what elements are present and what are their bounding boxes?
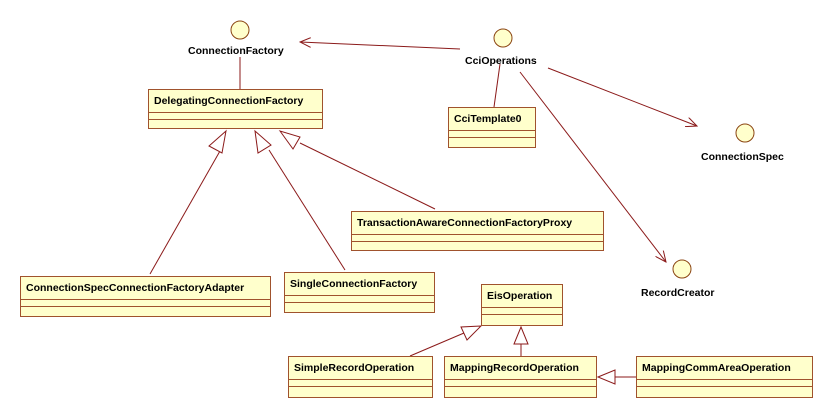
operations-compartment — [285, 303, 434, 309]
dependency-to-connection-factory — [300, 42, 461, 50]
interface-circle-record-creator — [672, 259, 692, 279]
class-name: EisOperation — [482, 285, 562, 308]
generalization-comm-area-triangle — [596, 369, 616, 385]
attributes-compartment — [285, 296, 434, 303]
interface-circle-connection-factory — [230, 20, 250, 40]
attributes-compartment — [289, 380, 432, 387]
interface-label-cci-operations: CciOperations — [465, 55, 537, 67]
attributes-compartment — [352, 235, 603, 242]
operations-compartment — [149, 120, 322, 126]
realization-stem-cci-operations — [493, 63, 501, 108]
class-transaction-aware-connection-factory-proxy[interactable]: TransactionAwareConnectionFactoryProxy — [351, 211, 604, 251]
dependency-to-record-creator — [519, 71, 666, 262]
generalization-proxy-line — [299, 142, 436, 210]
interface-circle-connection-spec — [735, 123, 755, 143]
class-name: SingleConnectionFactory — [285, 273, 434, 296]
class-single-connection-factory[interactable]: SingleConnectionFactory — [284, 272, 435, 313]
generalization-simple-record-line — [409, 332, 465, 357]
generalization-adapter-triangle — [208, 129, 227, 154]
class-name: MappingCommAreaOperation — [637, 357, 812, 380]
generalization-proxy-triangle — [278, 130, 301, 150]
generalization-mapping-record-triangle — [513, 325, 529, 345]
interface-label-record-creator: RecordCreator — [641, 287, 715, 299]
class-name: TransactionAwareConnectionFactoryProxy — [352, 212, 603, 235]
interface-label-connection-spec: ConnectionSpec — [701, 151, 784, 163]
class-name: SimpleRecordOperation — [289, 357, 432, 380]
attributes-compartment — [21, 300, 270, 307]
dependency-to-connection-spec — [547, 67, 697, 126]
class-delegating-connection-factory[interactable]: DelegatingConnectionFactory — [148, 89, 323, 129]
class-cci-template[interactable]: CciTemplate0 — [448, 107, 536, 148]
generalization-adapter-line — [149, 150, 221, 275]
operations-compartment — [482, 315, 562, 321]
interface-circle-cci-operations — [493, 28, 513, 48]
class-connection-spec-connection-factory-adapter[interactable]: ConnectionSpecConnectionFactoryAdapter — [20, 276, 271, 317]
attributes-compartment — [449, 131, 535, 138]
operations-compartment — [445, 387, 596, 393]
class-simple-record-operation[interactable]: SimpleRecordOperation — [288, 356, 433, 398]
operations-compartment — [21, 307, 270, 313]
generalization-single-line — [268, 149, 346, 271]
class-name: DelegatingConnectionFactory — [149, 90, 322, 113]
attributes-compartment — [637, 380, 812, 387]
generalization-single-triangle — [254, 129, 272, 154]
class-name: CciTemplate0 — [449, 108, 535, 131]
class-mapping-comm-area-operation[interactable]: MappingCommAreaOperation — [636, 356, 813, 398]
interface-label-connection-factory: ConnectionFactory — [188, 45, 284, 57]
attributes-compartment — [445, 380, 596, 387]
class-mapping-record-operation[interactable]: MappingRecordOperation — [444, 356, 597, 398]
generalization-simple-record-triangle — [460, 325, 483, 341]
class-eis-operation[interactable]: EisOperation — [481, 284, 563, 326]
operations-compartment — [289, 387, 432, 393]
operations-compartment — [637, 387, 812, 393]
attributes-compartment — [482, 308, 562, 315]
class-name: ConnectionSpecConnectionFactoryAdapter — [21, 277, 270, 300]
class-name: MappingRecordOperation — [445, 357, 596, 380]
operations-compartment — [352, 242, 603, 248]
attributes-compartment — [149, 113, 322, 120]
operations-compartment — [449, 138, 535, 144]
